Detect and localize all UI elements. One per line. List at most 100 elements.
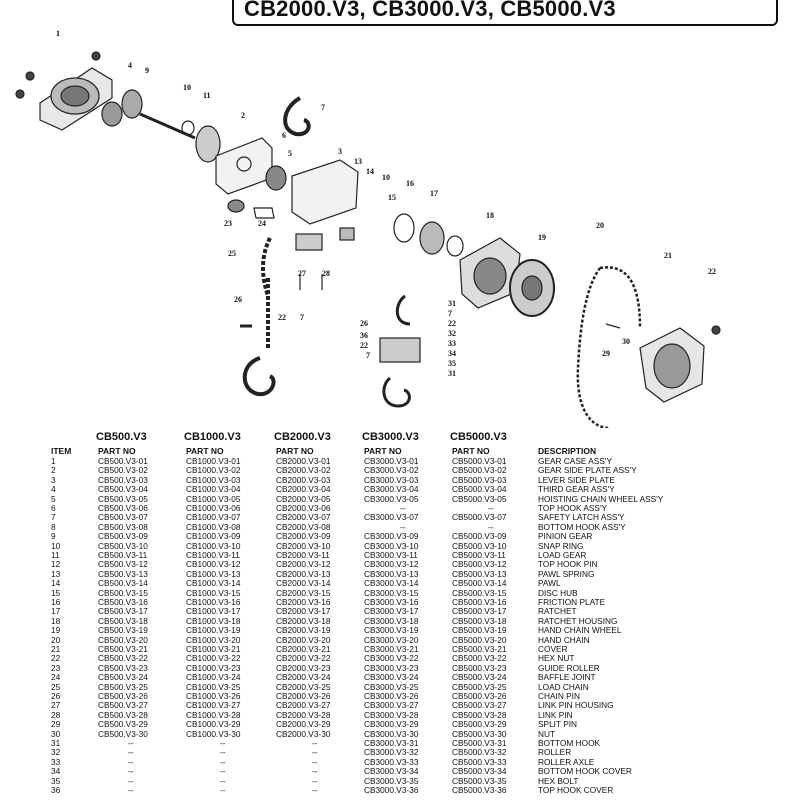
item-number-cell: 32 (51, 747, 61, 758)
part-number-cell: CB500.V3-21 (98, 644, 148, 654)
item-number-cell: 28 (51, 709, 61, 720)
part-number-cell: CB5000.V3-21 (452, 644, 507, 654)
description-cell: ROLLER AXLE (538, 756, 595, 767)
part-number-cell: CB3000.V3-19 (364, 625, 419, 636)
item-number-cell: 30 (51, 728, 61, 739)
part-number-cell: CB1000.V3-15 (186, 587, 241, 598)
part-number-cell: CB5000.V3-28 (452, 709, 507, 720)
model-header-cb3000: CB3000.V3 (362, 431, 419, 443)
part-number-cell: CB2000.V3-10 (276, 540, 331, 551)
callout-21: 21 (664, 251, 672, 260)
description-cell: HEX NUT (538, 653, 575, 664)
model-header-cb500: CB500.V3 (96, 431, 147, 443)
part-number-cell: CB3000.V3-13 (364, 568, 419, 579)
part-number-cell: CB500.V3-02 (98, 465, 148, 476)
part-number-cell: CB5000.V3-36 (452, 785, 507, 795)
part-number-cell: -- (220, 785, 226, 795)
description-cell: TOP HOOK COVER (538, 785, 614, 795)
part-number-cell: CB2000.V3-04 (276, 484, 331, 495)
callout-6: 6 (282, 131, 286, 140)
part-number-cell: CB2000.V3-05 (276, 493, 331, 504)
exploded-parts-diagram: 1 4 9 10 11 2 7 6 3 5 13 14 10 15 16 17 … (15, 29, 721, 428)
part-number-cell: -- (220, 747, 226, 758)
part-number-cell: CB3000.V3-26 (364, 691, 419, 701)
part-number-cell: CB1000.V3-29 (186, 719, 241, 730)
part-number-cell: CB3000.V3-22 (364, 653, 419, 664)
column-header-part-no-cb2000: PART NO (276, 446, 314, 456)
callout-9: 9 (145, 66, 149, 75)
part-number-cell: CB2000.V3-08 (276, 521, 331, 532)
title-box: CB2000.V3, CB3000.V3, CB5000.V3 (232, 0, 778, 26)
column-header-part-no-cb1000: PART NO (186, 446, 224, 456)
callout-1: 1 (56, 29, 60, 38)
part-number-cell: CB5000.V3-01 (452, 456, 507, 466)
item-number-cell: 33 (51, 756, 61, 767)
description-cell: GEAR SIDE PLATE ASS'Y (538, 465, 637, 476)
part-number-cell: CB1000.V3-14 (186, 578, 241, 589)
description-cell: HAND CHAIN (538, 634, 590, 645)
part-number-cell: -- (220, 766, 226, 777)
item-number-cell: 15 (51, 587, 61, 598)
part-number-cell: CB2000.V3-12 (276, 559, 331, 570)
part-number-cell: CB500.V3-18 (98, 615, 148, 626)
part-number-cell: CB1000.V3-23 (186, 662, 241, 673)
part-number-cell: CB5000.V3-19 (452, 625, 507, 636)
description-cell: HOISTING CHAIN WHEEL ASS'Y (538, 493, 664, 504)
part-number-cell: CB1000.V3-17 (186, 606, 241, 617)
part-number-cell: CB5000.V3-23 (452, 662, 507, 673)
part-number-cell: CB3000.V3-36 (364, 785, 419, 795)
part-number-cell: CB3000.V3-04 (364, 484, 419, 495)
part-number-cell: -- (128, 766, 134, 777)
item-number-cell: 7 (51, 512, 56, 523)
item-number-cell: 21 (51, 644, 61, 654)
part-number-cell: -- (400, 503, 406, 513)
description-cell: ROLLER (538, 747, 572, 758)
callout-13: 13 (354, 157, 362, 166)
description-cell: LINK PIN (538, 709, 573, 720)
description-cell: LOAD CHAIN (538, 681, 589, 692)
part-number-cell: CB2000.V3-07 (276, 512, 331, 523)
part-number-cell: CB500.V3-24 (98, 672, 148, 683)
part-number-cell: CB2000.V3-22 (276, 653, 331, 664)
description-cell: RATCHET (538, 606, 577, 617)
part-number-cell: CB3000.V3-03 (364, 474, 419, 485)
part-number-cell: CB1000.V3-19 (186, 625, 241, 636)
part-number-cell: CB500.V3-10 (98, 540, 148, 551)
part-number-cell: -- (128, 785, 134, 795)
part-number-cell: CB2000.V3-11 (276, 550, 330, 560)
description-cell: TOP HOOK ASS'Y (538, 503, 608, 513)
item-number-cell: 9 (51, 531, 56, 542)
part-number-cell: CB3000.V3-05 (364, 493, 419, 504)
part-number-cell: CB5000.V3-22 (452, 653, 507, 664)
part-number-cell: CB5000.V3-31 (452, 738, 507, 748)
part-number-cell: CB5000.V3-05 (452, 493, 507, 504)
part-number-cell: CB1000.V3-01 (186, 456, 241, 466)
callout-2: 2 (241, 111, 245, 120)
callout-10: 10 (183, 83, 191, 92)
item-number-cell: 19 (51, 625, 61, 636)
part-number-cell: CB2000.V3-30 (276, 728, 331, 739)
callout-28: 28 (322, 269, 330, 278)
part-number-cell: CB500.V3-16 (98, 597, 148, 607)
part-number-cell: CB1000.V3-16 (186, 597, 241, 607)
part-number-cell: CB5000.V3-30 (452, 728, 507, 739)
column-header-part-no-cb5000: PART NO (452, 446, 490, 456)
column-header-item: ITEM (51, 446, 72, 456)
part-number-cell: CB500.V3-27 (98, 700, 148, 711)
callout-22b: 22 (278, 313, 286, 322)
part-number-cell: CB1000.V3-27 (186, 700, 241, 711)
item-number-cell: 4 (51, 484, 56, 495)
description-cell: LEVER SIDE PLATE (538, 474, 615, 485)
part-number-cell: CB3000.V3-15 (364, 587, 419, 598)
part-number-cell: CB3000.V3-34 (364, 766, 419, 777)
part-number-cell: CB5000.V3-25 (452, 681, 507, 692)
description-cell: DISC HUB (538, 587, 578, 598)
part-number-cell: CB1000.V3-24 (186, 672, 241, 683)
part-number-cell: CB3000.V3-21 (364, 644, 419, 654)
part-number-cell: CB5000.V3-07 (452, 512, 507, 523)
part-number-cell: CB5000.V3-11 (452, 550, 506, 560)
item-number-cell: 6 (51, 503, 56, 513)
part-number-cell: CB500.V3-23 (98, 662, 148, 673)
part-number-cell: CB3000.V3-24 (364, 672, 419, 683)
part-number-cell: CB1000.V3-12 (186, 559, 241, 570)
